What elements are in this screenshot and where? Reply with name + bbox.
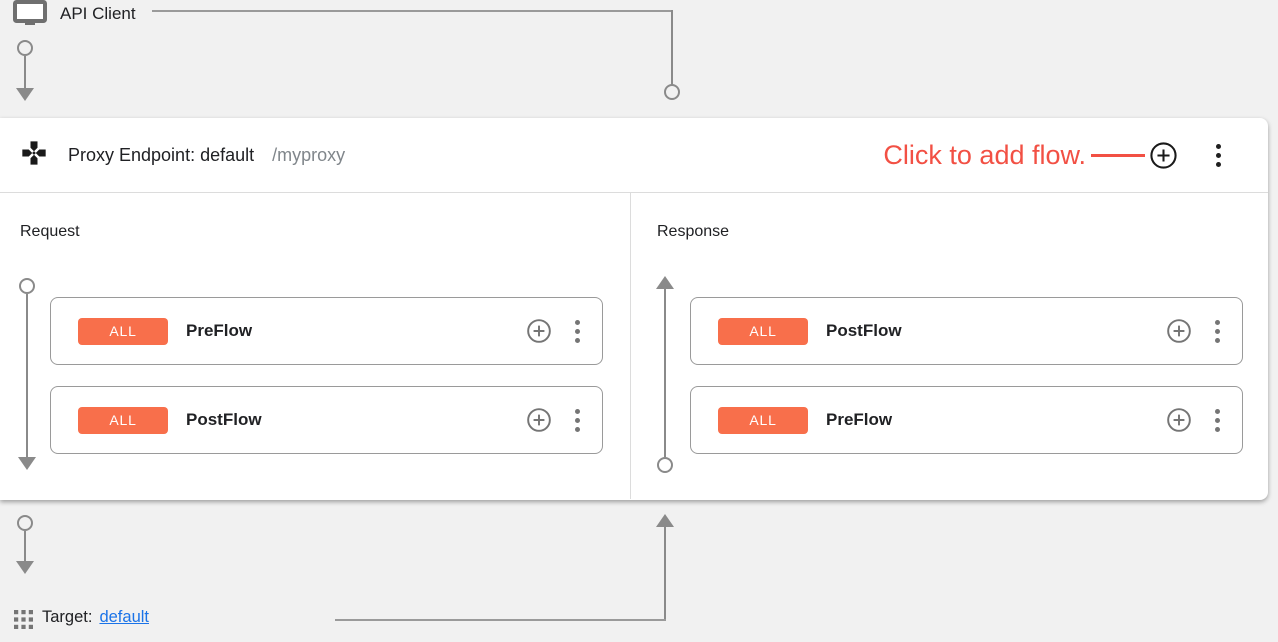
flow-row-response-postflow[interactable]: ALL PostFlow xyxy=(690,297,1243,365)
connector-arrow-down xyxy=(16,561,34,574)
connector-line xyxy=(664,289,666,457)
flow-menu-button[interactable] xyxy=(1213,407,1222,434)
add-flow-annotation: Click to add flow. xyxy=(883,139,1086,170)
flow-condition-badge: ALL xyxy=(718,406,808,434)
request-panel: Request ALL PreFlow xyxy=(0,193,631,499)
flow-menu-button[interactable] xyxy=(573,407,582,434)
plus-circle-icon xyxy=(1167,319,1191,343)
flow-row-request-postflow[interactable]: ALL PostFlow xyxy=(50,386,603,454)
proxy-basepath: /myproxy xyxy=(272,144,346,165)
kebab-icon xyxy=(1215,408,1220,414)
annotation-pointer-line xyxy=(1091,153,1145,157)
kebab-icon xyxy=(1216,143,1221,149)
connector-line xyxy=(26,294,28,458)
kebab-icon xyxy=(1215,319,1220,325)
target-link[interactable]: default xyxy=(99,608,149,626)
monitor-icon xyxy=(12,0,48,33)
proxy-endpoint-card: Proxy Endpoint: default /myproxy Click t… xyxy=(0,118,1268,500)
connector-start-circle xyxy=(17,40,33,56)
plus-circle-icon xyxy=(527,319,551,343)
add-policy-button[interactable] xyxy=(526,318,552,344)
target-label: Target: xyxy=(42,608,93,626)
connector-end-circle xyxy=(657,457,673,473)
connector-endpoint-circle xyxy=(664,84,680,100)
plus-circle-icon xyxy=(1150,141,1177,169)
connector-line xyxy=(664,527,666,621)
connector-arrow-up xyxy=(656,276,674,289)
add-policy-button[interactable] xyxy=(526,407,552,433)
plus-circle-icon xyxy=(527,408,551,432)
proxy-endpoint-title: Proxy Endpoint: default xyxy=(68,144,255,165)
add-policy-button[interactable] xyxy=(1166,318,1192,344)
proxy-endpoint-icon xyxy=(20,139,48,172)
connector-line xyxy=(24,56,26,89)
flow-name: PreFlow xyxy=(186,321,253,340)
flow-menu-button[interactable] xyxy=(1213,318,1222,345)
flow-condition-badge: ALL xyxy=(78,317,168,345)
plus-circle-icon xyxy=(1167,408,1191,432)
target-row: Target: default xyxy=(14,608,149,629)
flow-condition-badge: ALL xyxy=(718,317,808,345)
kebab-icon xyxy=(575,319,580,325)
connector-line xyxy=(671,10,673,85)
connector-line xyxy=(24,531,26,562)
endpoint-menu-button[interactable] xyxy=(1214,142,1223,169)
request-panel-title: Request xyxy=(20,223,80,240)
connector-start-circle xyxy=(17,515,33,531)
response-panel-title: Response xyxy=(657,223,730,240)
response-panel: Response ALL PostFlow xyxy=(631,193,1268,499)
add-policy-button[interactable] xyxy=(1166,407,1192,433)
connector-arrow-down xyxy=(18,457,36,470)
connector-line xyxy=(335,619,666,621)
flow-menu-button[interactable] xyxy=(573,318,582,345)
grid-icon xyxy=(14,610,33,634)
api-client-label: API Client xyxy=(60,4,136,23)
proxy-endpoint-header[interactable]: Proxy Endpoint: default /myproxy Click t… xyxy=(0,118,1268,193)
flow-name: PreFlow xyxy=(826,410,893,429)
connector-arrow-down xyxy=(16,88,34,101)
kebab-icon xyxy=(575,408,580,414)
flow-row-response-preflow[interactable]: ALL PreFlow xyxy=(690,386,1243,454)
flow-row-request-preflow[interactable]: ALL PreFlow xyxy=(50,297,603,365)
connector-arrow-up xyxy=(656,514,674,527)
flow-name: PostFlow xyxy=(186,410,262,429)
flow-name: PostFlow xyxy=(826,321,902,340)
connector-start-circle xyxy=(19,278,35,294)
add-flow-button[interactable] xyxy=(1149,141,1178,170)
connector-line xyxy=(152,10,672,12)
flow-condition-badge: ALL xyxy=(78,406,168,434)
